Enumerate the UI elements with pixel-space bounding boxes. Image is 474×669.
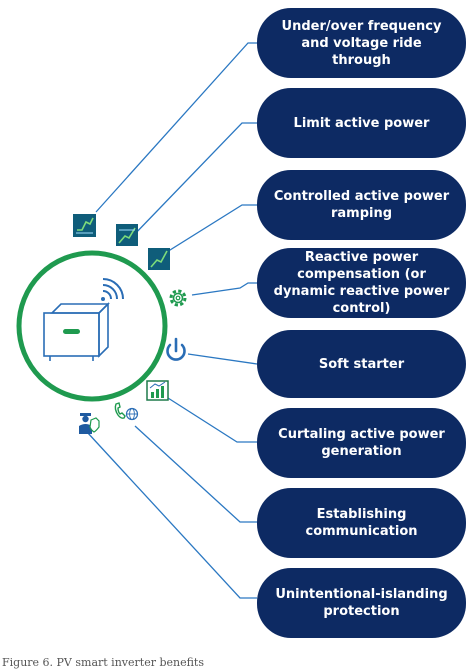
phone-globe-icon — [114, 402, 139, 421]
function-label: Soft starter — [318, 356, 405, 372]
inverter-ring — [16, 250, 168, 402]
frequency-chart-icon — [73, 214, 96, 237]
connector-line-1 — [95, 42, 257, 213]
function-label: Establishing communication — [305, 507, 418, 539]
connector-line-6 — [167, 397, 257, 443]
figure-caption: Figure 6. PV smart inverter benefits — [2, 656, 205, 669]
gear-icon — [169, 289, 187, 307]
wifi-signal-icon — [101, 278, 124, 301]
function-pill-reactive-power: Reactive power compensation (or dynamic … — [257, 248, 466, 318]
function-label: Reactive power compensation (or dynamic … — [273, 250, 450, 316]
function-pill-curtailing: Curtaling active power generation — [257, 408, 466, 478]
connector-line-4 — [191, 282, 257, 296]
bar-chart-icon — [146, 380, 169, 401]
connector-line-5 — [187, 353, 258, 365]
connector-line-2 — [130, 122, 257, 239]
power-limit-icon — [116, 224, 138, 246]
function-pill-limit-power: Limit active power — [257, 88, 466, 158]
function-label: Under/over frequency and voltage ride th… — [281, 18, 442, 68]
power-button-icon — [166, 337, 186, 361]
connector-line-3 — [161, 204, 257, 256]
inverter-device-icon — [43, 302, 110, 361]
power-ramp-icon — [148, 248, 170, 270]
connector-line-7 — [134, 425, 257, 523]
function-label: Curtaling active power generation — [278, 427, 445, 459]
function-pill-communication: Establishing communication — [257, 488, 466, 558]
function-label: Unintentional-islanding protection — [275, 587, 448, 619]
guard-person-icon — [79, 413, 100, 434]
connector-line-8 — [86, 431, 257, 599]
function-pill-ride-through: Under/over frequency and voltage ride th… — [257, 8, 466, 78]
function-pill-power-ramping: Controlled active power ramping — [257, 170, 466, 240]
function-pill-soft-starter: Soft starter — [257, 330, 466, 398]
function-label: Controlled active power ramping — [273, 189, 450, 221]
function-label: Limit active power — [293, 115, 430, 131]
function-pill-islanding: Unintentional-islanding protection — [257, 568, 466, 638]
